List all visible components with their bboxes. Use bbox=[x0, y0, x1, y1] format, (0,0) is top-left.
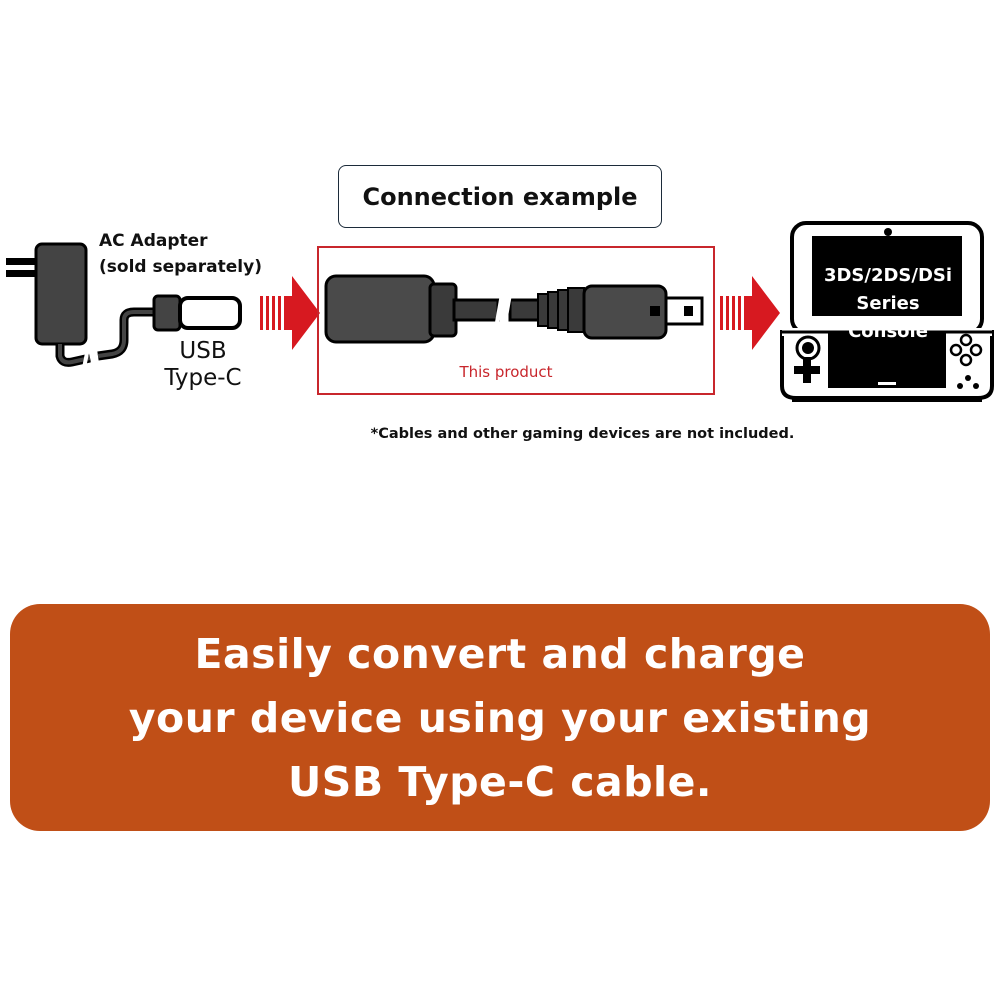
usb-type-c-label: USB Type-C bbox=[138, 338, 268, 392]
this-product-label: This product bbox=[459, 363, 553, 381]
adapter-cable-icon bbox=[324, 274, 704, 344]
arrow-right-icon bbox=[720, 276, 780, 350]
ac-adapter-icon bbox=[6, 242, 242, 369]
console-label: 3DS/2DS/DSi Series Console bbox=[808, 262, 968, 352]
console-label-line2: Series bbox=[856, 293, 920, 314]
promo-banner: Easily convert and charge your device us… bbox=[10, 604, 990, 831]
console-label-line3: Console bbox=[848, 321, 928, 342]
product-box bbox=[317, 246, 715, 395]
banner-line: your device using your existing bbox=[128, 693, 872, 742]
usb-label-line1: USB bbox=[179, 338, 227, 364]
connection-example-title: Connection example bbox=[338, 165, 662, 228]
arrow-right-icon bbox=[260, 276, 320, 350]
ac-adapter-label-line2: (sold separately) bbox=[99, 257, 262, 277]
banner-line: Easily convert and charge bbox=[194, 629, 806, 678]
ac-adapter-label-line1: AC Adapter bbox=[99, 231, 208, 251]
usb-c-plug-icon bbox=[152, 294, 242, 332]
not-included-note: *Cables and other gaming devices are not… bbox=[370, 426, 795, 442]
ac-adapter-label: AC Adapter (sold separately) bbox=[99, 228, 289, 280]
banner-line: USB Type-C cable. bbox=[288, 757, 712, 806]
console-label-line1: 3DS/2DS/DSi bbox=[823, 265, 953, 286]
usb-label-line2: Type-C bbox=[164, 365, 242, 391]
handheld-console-icon bbox=[780, 221, 994, 402]
